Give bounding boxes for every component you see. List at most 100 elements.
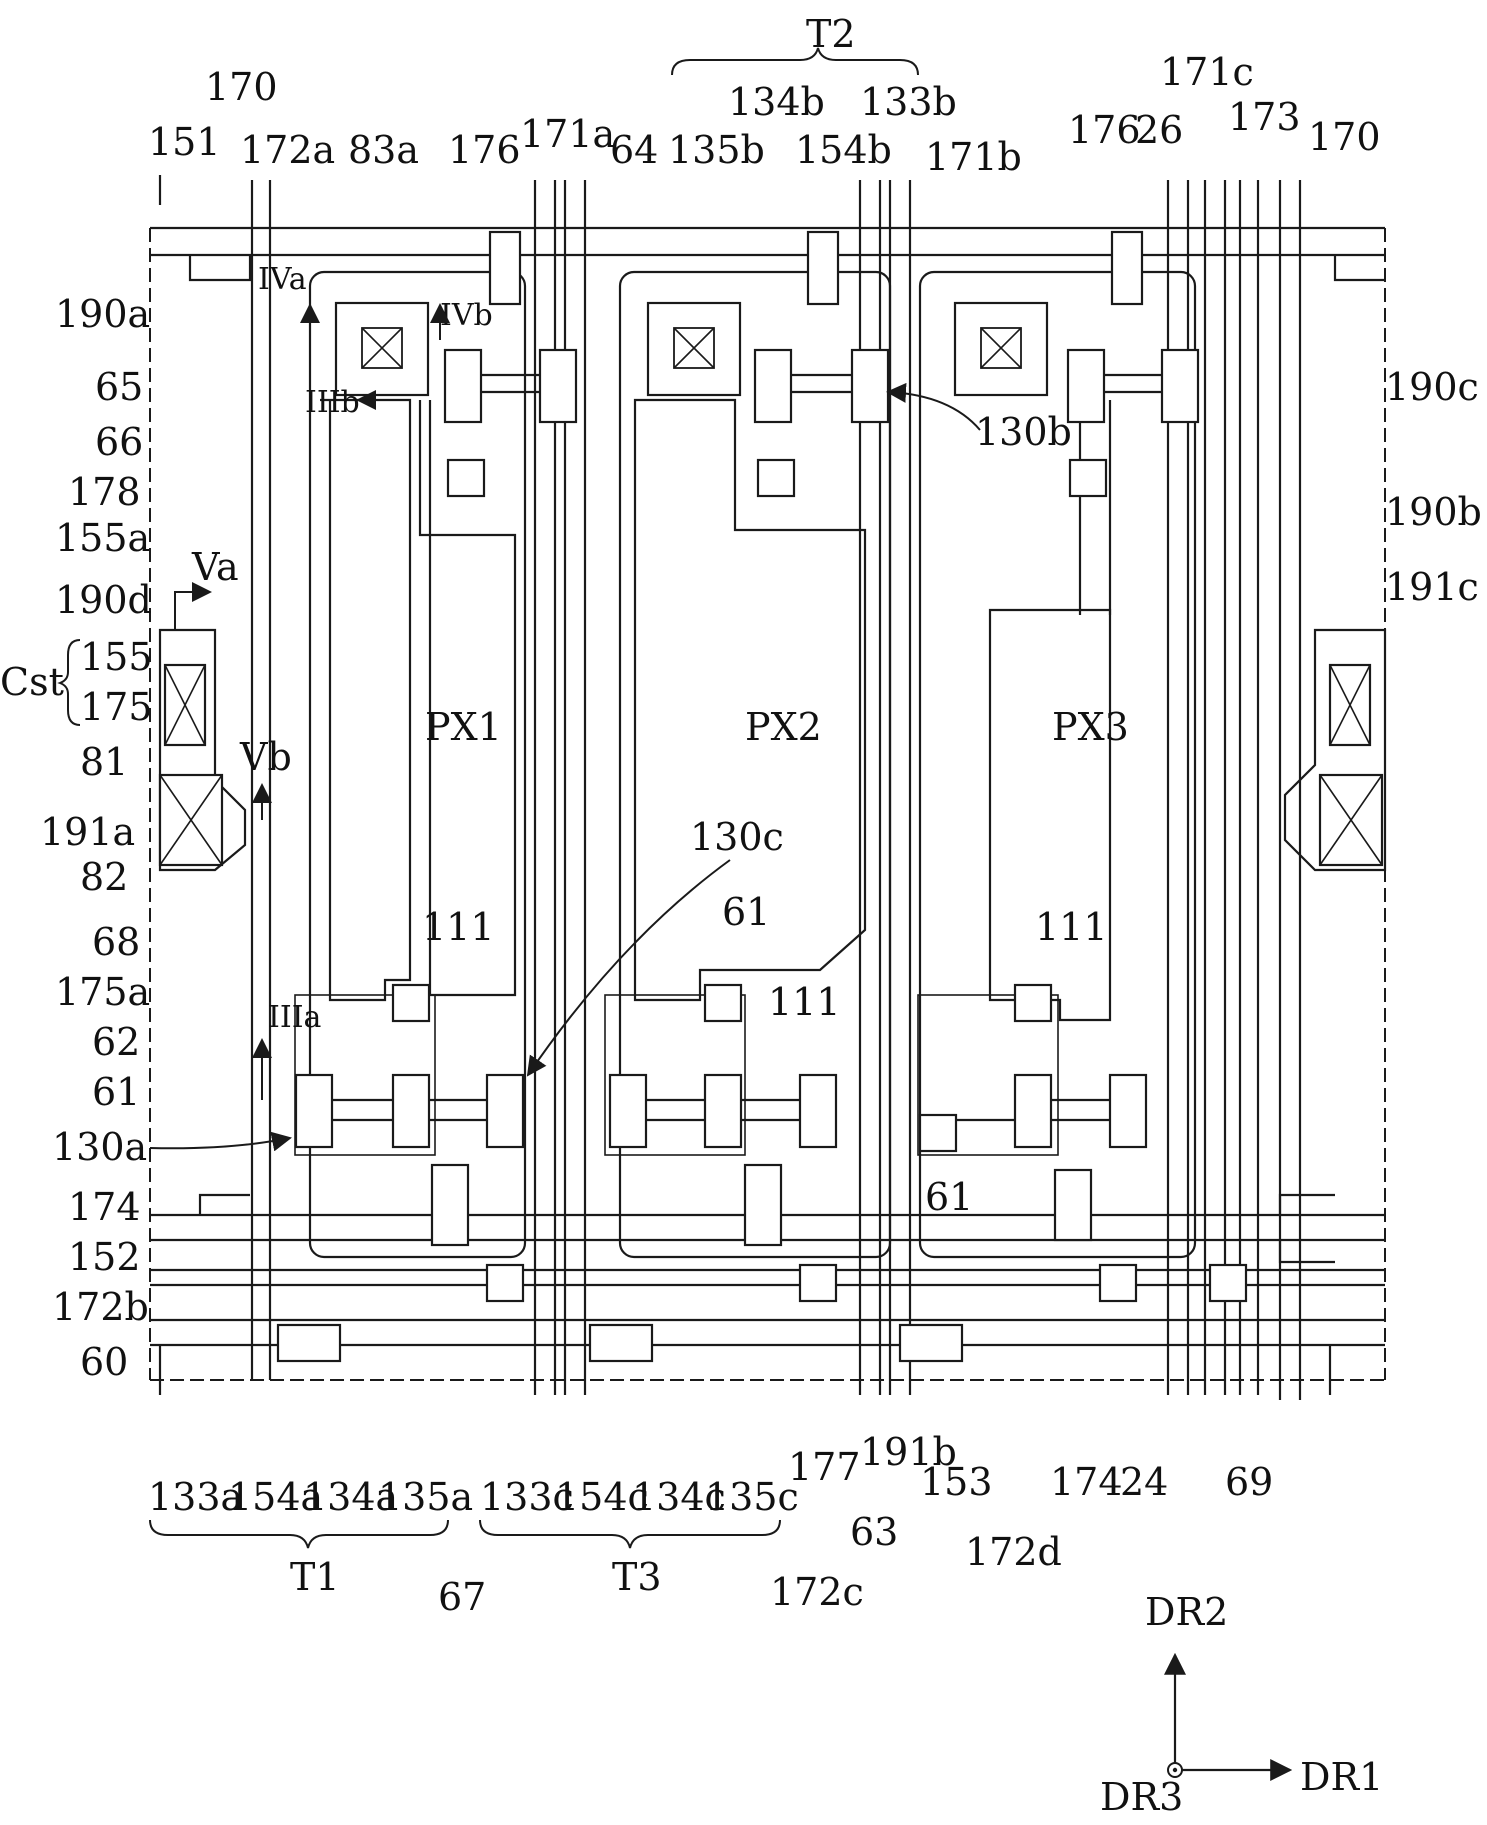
- label-135a: 135a: [378, 1475, 474, 1519]
- data-line-171b: [858, 180, 912, 1395]
- contact-190b: [646, 301, 742, 397]
- label-66: 66: [95, 420, 144, 464]
- pointer-130c: [526, 859, 731, 1077]
- label-111-left: 111: [422, 905, 495, 949]
- label-t2: T2: [806, 12, 856, 56]
- label-171c: 171c: [1160, 50, 1254, 94]
- transistor-t1-t3-px2: [604, 983, 838, 1303]
- label-t3: T3: [612, 1555, 662, 1599]
- pointer-130b: [886, 382, 981, 431]
- label-172b: 172b: [52, 1285, 149, 1329]
- transistor-t2-px1: [443, 230, 578, 498]
- label-iiia: IIIa: [268, 1000, 322, 1035]
- label-61-right: 61: [925, 1175, 974, 1219]
- label-65: 65: [95, 365, 144, 409]
- scan-line-151: [150, 175, 1385, 282]
- label-135b: 135b: [668, 128, 765, 172]
- label-155: 155: [80, 635, 153, 679]
- contact-190c: [953, 301, 1049, 397]
- label-61-left: 61: [92, 1070, 141, 1114]
- label-83a: 83a: [348, 128, 420, 172]
- label-134a: 134a: [303, 1475, 399, 1519]
- transistor-t1-t3-px3: [917, 983, 1248, 1303]
- label-190c: 190c: [1385, 365, 1479, 409]
- label-191b: 191b: [860, 1430, 957, 1474]
- data-line-171c: [1166, 180, 1260, 1395]
- pixel-boundary: [149, 228, 1386, 1381]
- label-111-mid: 111: [768, 980, 841, 1024]
- label-63: 63: [850, 1510, 899, 1554]
- label-px2: PX2: [745, 705, 822, 749]
- bottom-contacts: [276, 1323, 964, 1363]
- line-153: [150, 1318, 1385, 1395]
- label-vb: Vb: [240, 735, 292, 779]
- label-135c: 135c: [705, 1475, 799, 1519]
- label-px3: PX3: [1052, 705, 1129, 749]
- label-px1: PX1: [425, 705, 502, 749]
- label-130a: 130a: [52, 1125, 148, 1169]
- pixel-electrode-px2: [618, 270, 892, 1259]
- label-61-mid: 61: [722, 890, 771, 934]
- label-dr3: DR3: [1100, 1775, 1184, 1819]
- pixel-electrode-px1: [308, 270, 527, 1259]
- axis-dr3-dot: [1172, 1767, 1178, 1773]
- label-dr1: DR1: [1300, 1755, 1384, 1799]
- label-130c: 130c: [690, 815, 784, 859]
- label-191a: 191a: [40, 810, 136, 854]
- label-172a: 172a: [240, 128, 336, 172]
- label-155a: 155a: [55, 516, 151, 560]
- label-172c: 172c: [770, 1570, 864, 1614]
- label-154c: 154c: [555, 1475, 649, 1519]
- pointer-130a: [149, 1131, 292, 1152]
- label-178: 178: [68, 470, 141, 514]
- brace-cst: [57, 639, 81, 726]
- label-va: Va: [192, 545, 239, 589]
- contact-83a: [334, 301, 430, 397]
- label-62: 62: [92, 1020, 141, 1064]
- label-190a: 190a: [55, 292, 151, 336]
- label-174-right: 174: [1050, 1460, 1123, 1504]
- label-134c: 134c: [632, 1475, 726, 1519]
- label-64: 64: [610, 128, 659, 172]
- label-82: 82: [80, 855, 129, 899]
- label-67: 67: [438, 1575, 487, 1619]
- data-line-170-left: [250, 180, 272, 1380]
- label-173: 173: [1228, 95, 1301, 139]
- label-24: 24: [1120, 1460, 1169, 1504]
- label-190d: 190d: [55, 578, 152, 622]
- label-191c: 191c: [1385, 565, 1479, 609]
- data-line-171a: [533, 180, 587, 1395]
- data-line-170-right: [1278, 180, 1302, 1400]
- capacitor-pad-left: [158, 628, 247, 872]
- label-dr2: DR2: [1145, 1590, 1229, 1634]
- label-176-right: 176: [1068, 108, 1141, 152]
- label-133b: 133b: [860, 80, 957, 124]
- section-arrow-va: [174, 582, 212, 630]
- label-26: 26: [1135, 108, 1184, 152]
- label-190b: 190b: [1385, 490, 1482, 534]
- label-60: 60: [80, 1340, 129, 1384]
- label-111-right: 111: [1035, 905, 1108, 949]
- pixel-electrode-px3: [918, 270, 1197, 1259]
- label-68: 68: [92, 920, 141, 964]
- label-170-left: 170: [205, 65, 278, 109]
- label-154a: 154a: [228, 1475, 324, 1519]
- transistor-t1-t3-px1: [294, 983, 525, 1303]
- label-134b: 134b: [728, 80, 825, 124]
- label-130b: 130b: [975, 410, 1072, 454]
- brace-t3: [479, 1519, 781, 1549]
- label-174-left: 174: [68, 1185, 141, 1229]
- label-iiib: IIIb: [305, 385, 360, 420]
- label-iva: IVa: [258, 262, 307, 297]
- label-171b: 171b: [925, 135, 1022, 179]
- label-171a: 171a: [520, 112, 616, 156]
- label-175a: 175a: [55, 970, 151, 1014]
- label-133a: 133a: [148, 1475, 244, 1519]
- label-176-left: 176: [448, 128, 521, 172]
- brace-t2: [671, 47, 919, 76]
- label-81: 81: [80, 740, 129, 784]
- label-177: 177: [788, 1445, 861, 1489]
